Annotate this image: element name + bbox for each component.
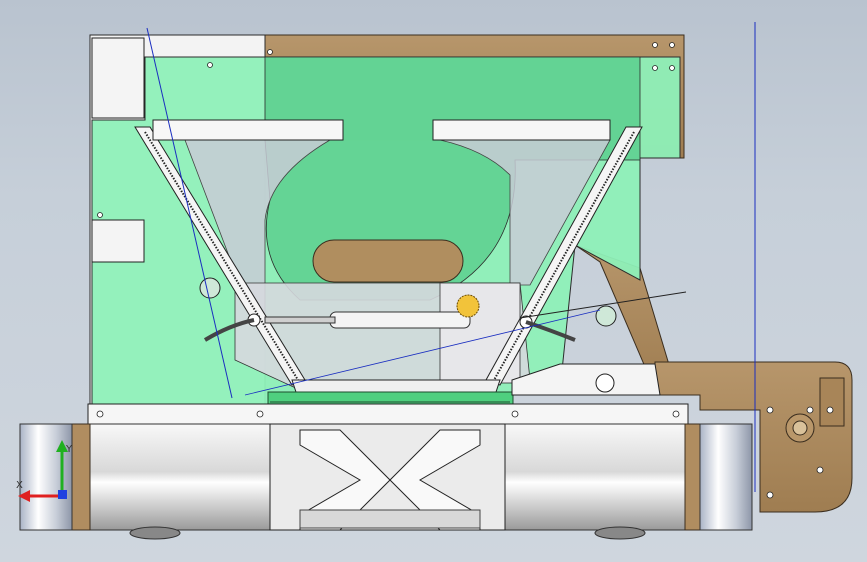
roller-left [89,423,271,531]
wood-end-block [819,377,845,427]
roller-right [504,423,686,531]
left-cutout-top [91,37,145,119]
base-bar [87,403,689,427]
hopper-rail-left [152,119,344,141]
sketch-line-1 [146,27,233,399]
sketch-line-4 [519,291,687,319]
left-cutout-mid [91,219,145,263]
z-axis-marker [58,490,67,499]
hopper-glass [184,139,332,332]
center-x-frame [269,423,506,531]
right-white-block [511,363,661,396]
hopper-rail-right [432,119,611,141]
fasteners [96,42,834,499]
wood-end-bracket [654,361,853,513]
yellow-gear [456,294,480,318]
sketch-line-3 [244,309,601,396]
drum-right [699,423,753,531]
wheel-right [594,526,646,540]
y-axis-label: Y [65,444,73,455]
bracket-hub-inner [792,420,808,436]
pivot-right [595,305,617,327]
pivot-left [199,277,221,299]
brown-slot [312,239,464,283]
wheel-left [129,526,181,540]
view-triad[interactable]: Y X [14,436,84,508]
pneumatic-cylinder [203,311,576,342]
right-roller-hub [595,373,615,393]
x-axis-label: X [16,480,23,491]
wood-strip-right [684,423,702,531]
